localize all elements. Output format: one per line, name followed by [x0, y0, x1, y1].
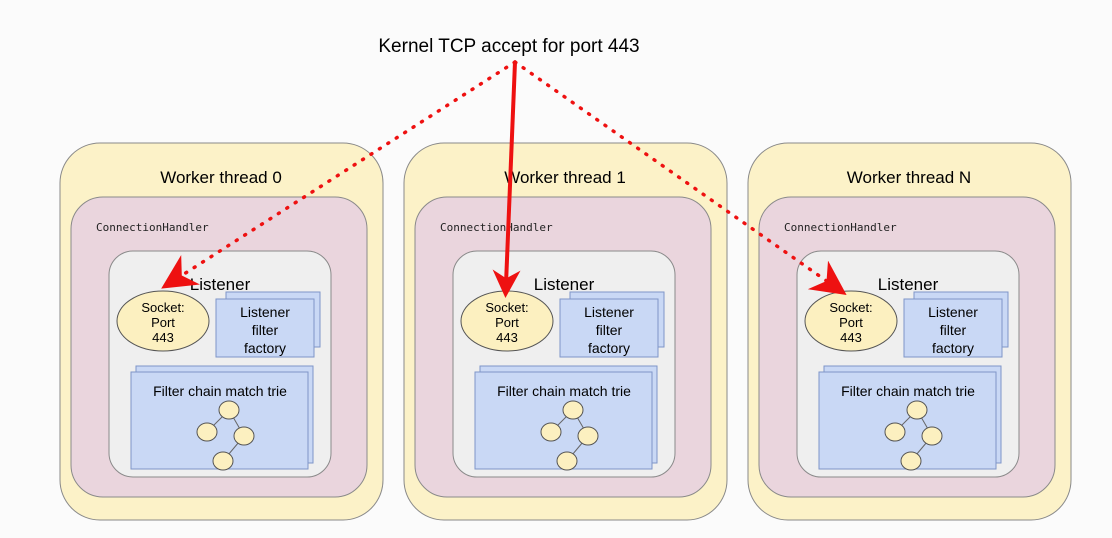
filter-factory-label-line2: filter [252, 322, 279, 338]
filter-chain-label: Filter chain match trie [841, 383, 975, 399]
trie-node [562, 400, 584, 420]
connection-handler-label: ConnectionHandler [784, 221, 897, 234]
filter-factory-label-line3: factory [932, 340, 974, 356]
trie-node [233, 426, 255, 446]
trie-node [906, 400, 928, 420]
trie-node [921, 426, 943, 446]
socket-label-line2: Port [151, 315, 175, 330]
filter-factory-label-line2: filter [596, 322, 623, 338]
socket-label-line1: Socket: [829, 300, 872, 315]
socket-label-line1: Socket: [485, 300, 528, 315]
socket-label-line3: 443 [152, 330, 174, 345]
trie-node [900, 451, 922, 471]
filter-factory-label-line1: Listener [240, 304, 290, 320]
filter-factory-front [559, 298, 659, 358]
filter-factory-label-line1: Listener [928, 304, 978, 320]
diagram-title: Kernel TCP accept for port 443 [378, 36, 639, 57]
socket-ellipse [116, 290, 210, 352]
socket-label-line3: 443 [840, 330, 862, 345]
filter-chain-label: Filter chain match trie [153, 383, 287, 399]
filter-factory-front [903, 298, 1003, 358]
socket-label-line2: Port [839, 315, 863, 330]
connection-handler-label: ConnectionHandler [96, 221, 209, 234]
worker-thread-2: Worker thread N ConnectionHandlerListener… [747, 142, 1072, 521]
worker-thread-title: Worker thread N [847, 168, 971, 187]
trie-tree [540, 400, 599, 471]
filter-factory-label-line1: Listener [584, 304, 634, 320]
worker-thread-title: Worker thread 1 [504, 168, 626, 187]
filter-factory-front [215, 298, 315, 358]
listener-label: Listener [190, 275, 251, 294]
trie-node [218, 400, 240, 420]
trie-node [212, 451, 234, 471]
filter-factory-label-line2: filter [940, 322, 967, 338]
accept-arrow-dotted [513, 60, 847, 296]
filter-factory-label-line3: factory [588, 340, 630, 356]
socket-label-line1: Socket: [141, 300, 184, 315]
trie-tree [884, 400, 943, 471]
trie-tree [196, 400, 255, 471]
filter-factory-label-line3: factory [244, 340, 286, 356]
trie-node [540, 422, 562, 442]
connection-handler-label: ConnectionHandler [440, 221, 553, 234]
socket-label-line2: Port [495, 315, 519, 330]
trie-node [884, 422, 906, 442]
accept-arrow-solid [492, 61, 521, 298]
listener-label: Listener [878, 275, 939, 294]
socket-ellipse [804, 290, 898, 352]
worker-thread-0: Worker thread 0 ConnectionHandlerListener… [59, 142, 384, 521]
accept-arrow-dotted [161, 60, 517, 289]
worker-thread-title: Worker thread 0 [160, 168, 282, 187]
socket-label-line3: 443 [496, 330, 518, 345]
filter-chain-label: Filter chain match trie [497, 383, 631, 399]
worker-thread-1: Worker thread 1 ConnectionHandlerListener… [403, 142, 728, 521]
listener-label: Listener [534, 275, 595, 294]
trie-node [577, 426, 599, 446]
trie-node [196, 422, 218, 442]
trie-node [556, 451, 578, 471]
